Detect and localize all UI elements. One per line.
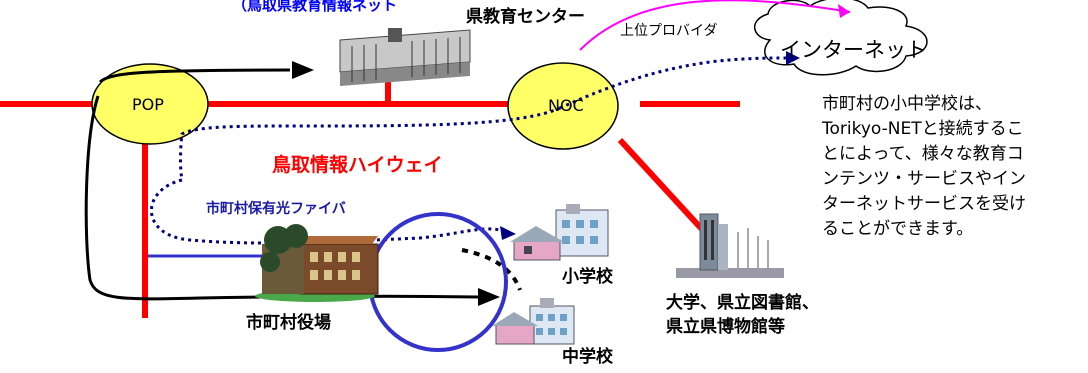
noc-internet-route [559,56,787,110]
school-area-circle [368,212,508,352]
upper-link-line [579,0,851,51]
upper-provider-label: 上位プロバイダ [620,23,718,39]
school-route-arrowhead [500,226,516,240]
school-route-lower [150,178,501,245]
upper-link-arrowhead [838,4,850,18]
highway-label: 鳥取情報ハイウェイ [272,154,443,176]
highway-lines [0,70,740,318]
description-line: Torikyo-NETと接続するこ [822,119,1024,139]
university-label-1: 大学、県立図書館、 [666,293,819,313]
university-label-2: 県立県博物館等 [666,317,785,337]
school-route [179,106,561,181]
pref-center-label: 県教育センター [466,7,585,27]
pop-label: POP [132,95,164,114]
description-line: 市町村の小中学校は、 [822,94,992,114]
junior-high-school-icon [492,298,575,345]
pop-node [91,63,209,145]
noc-internet-arrowhead [786,51,800,65]
university-tower-icon [676,213,784,278]
noc-node [507,62,619,150]
description-line: ンテンツ・サービスやイン [822,169,1026,189]
description-line: ることができます。 [822,219,974,239]
town-office-icon [255,224,379,302]
top-partial-label: （鳥取県教育情報ネット [232,0,398,14]
noc-label: NOC [548,96,584,115]
elementary-label: 小学校 [562,267,613,287]
pop-to-center-arrow [98,61,314,84]
elementary-school-icon [510,204,609,261]
junior-high-label: 中学校 [562,347,613,367]
description-paragraph: 市町村の小中学校は、 Torikyo-NETと接続するこ とによって、様々な教育… [822,92,1082,242]
fiber-label: 市町村保有光ファイバ [206,201,346,217]
town-office-label: 市町村役場 [246,313,331,333]
school-dashed-curve [461,248,522,291]
description-line: ターネットサービスを受け [822,194,1026,214]
internet-label: インターネット [780,38,927,62]
description-line: とによって、様々な教育コ [822,144,1024,164]
center-building-icon [339,28,471,86]
